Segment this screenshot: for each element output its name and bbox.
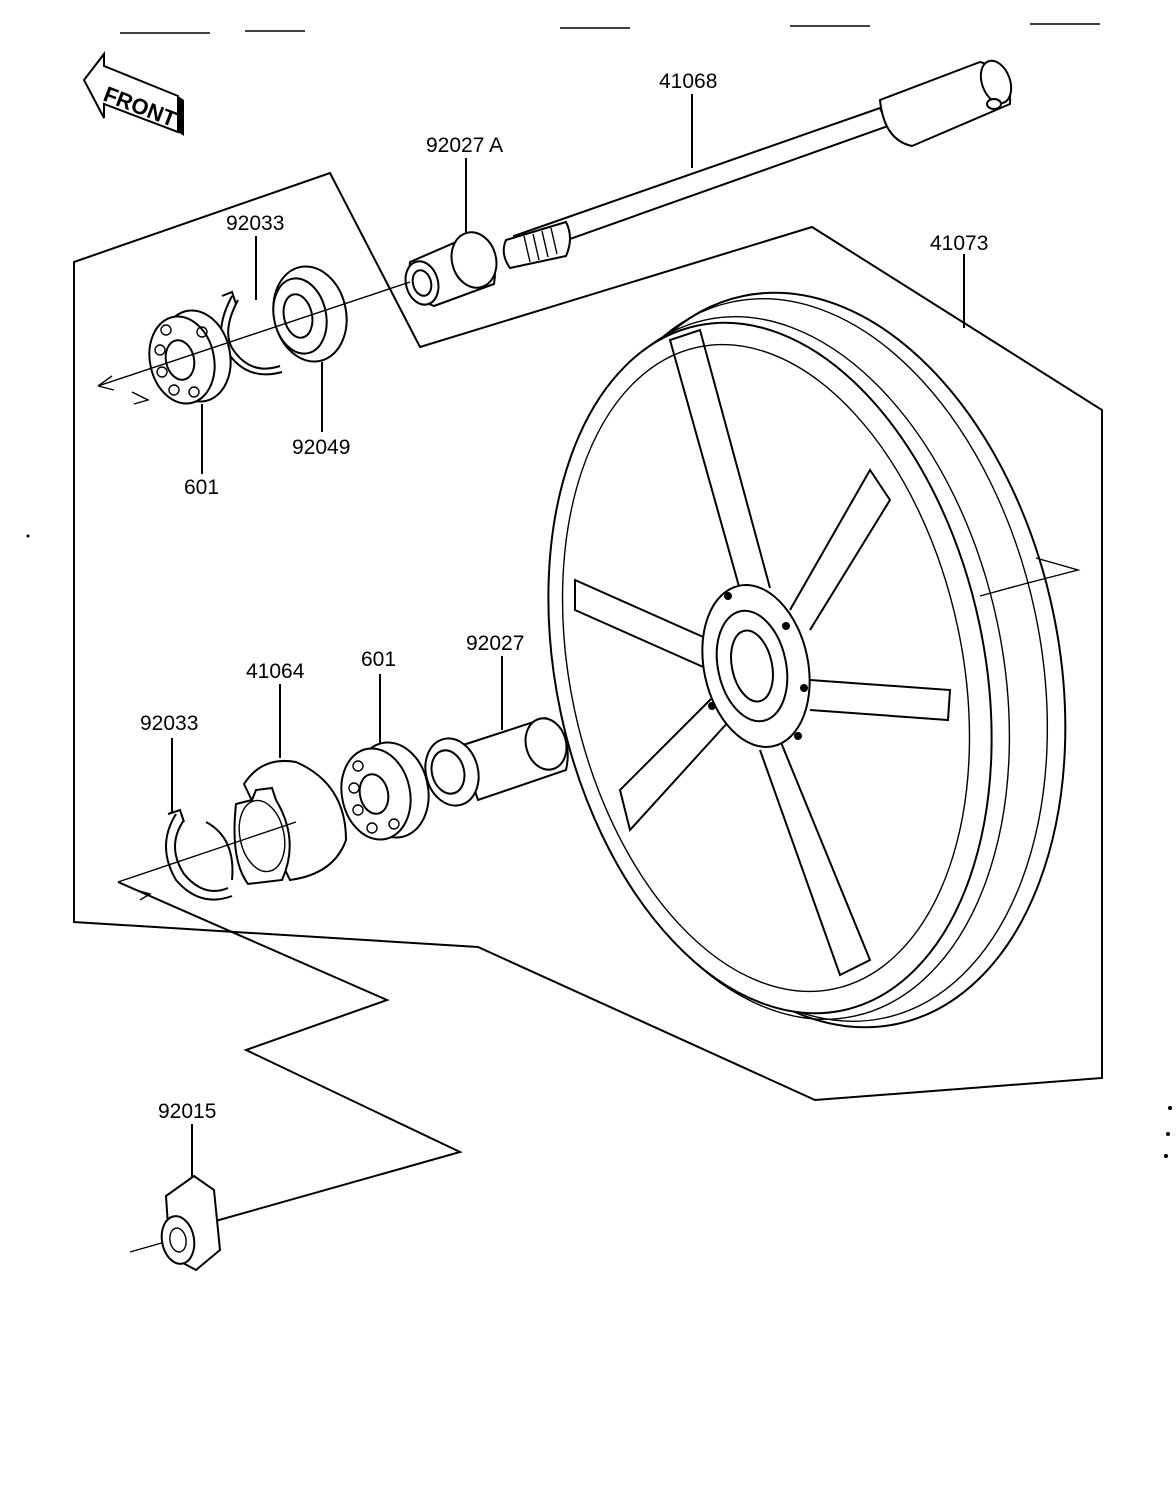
label-wheel: 41073 xyxy=(930,232,988,255)
label-circlip-bottom: 92033 xyxy=(140,712,198,735)
label-axle: 41068 xyxy=(659,70,717,93)
label-collar-a: 92027 A xyxy=(426,134,503,157)
collar xyxy=(424,716,569,807)
circlip-bottom xyxy=(165,808,234,901)
sprocket-coupling xyxy=(233,760,348,886)
scan-specks xyxy=(26,534,1172,1158)
bearing-bottom xyxy=(340,741,430,841)
label-nut: 92015 xyxy=(158,1100,216,1123)
label-collar: 92027 xyxy=(466,632,524,655)
axle xyxy=(502,59,1013,270)
label-seal-top: 92049 xyxy=(292,436,350,459)
label-circlip-top: 92033 xyxy=(226,212,284,235)
nut-leader-zigzag xyxy=(117,881,463,1223)
axle-nut xyxy=(160,1174,222,1272)
leader-lines xyxy=(171,94,965,1178)
label-coupling: 41064 xyxy=(246,660,305,683)
front-arrow-icon: FRONT xyxy=(82,51,184,136)
label-bearing-bottom: 601 xyxy=(361,648,396,671)
assembly-outline xyxy=(73,171,1103,1102)
wheel xyxy=(547,291,1067,1029)
bearing-top xyxy=(148,309,232,405)
oil-seal-top xyxy=(272,265,348,363)
label-bearing-top: 601 xyxy=(184,476,219,499)
collar-a xyxy=(404,231,498,308)
scan-edge-marks xyxy=(120,23,1100,34)
